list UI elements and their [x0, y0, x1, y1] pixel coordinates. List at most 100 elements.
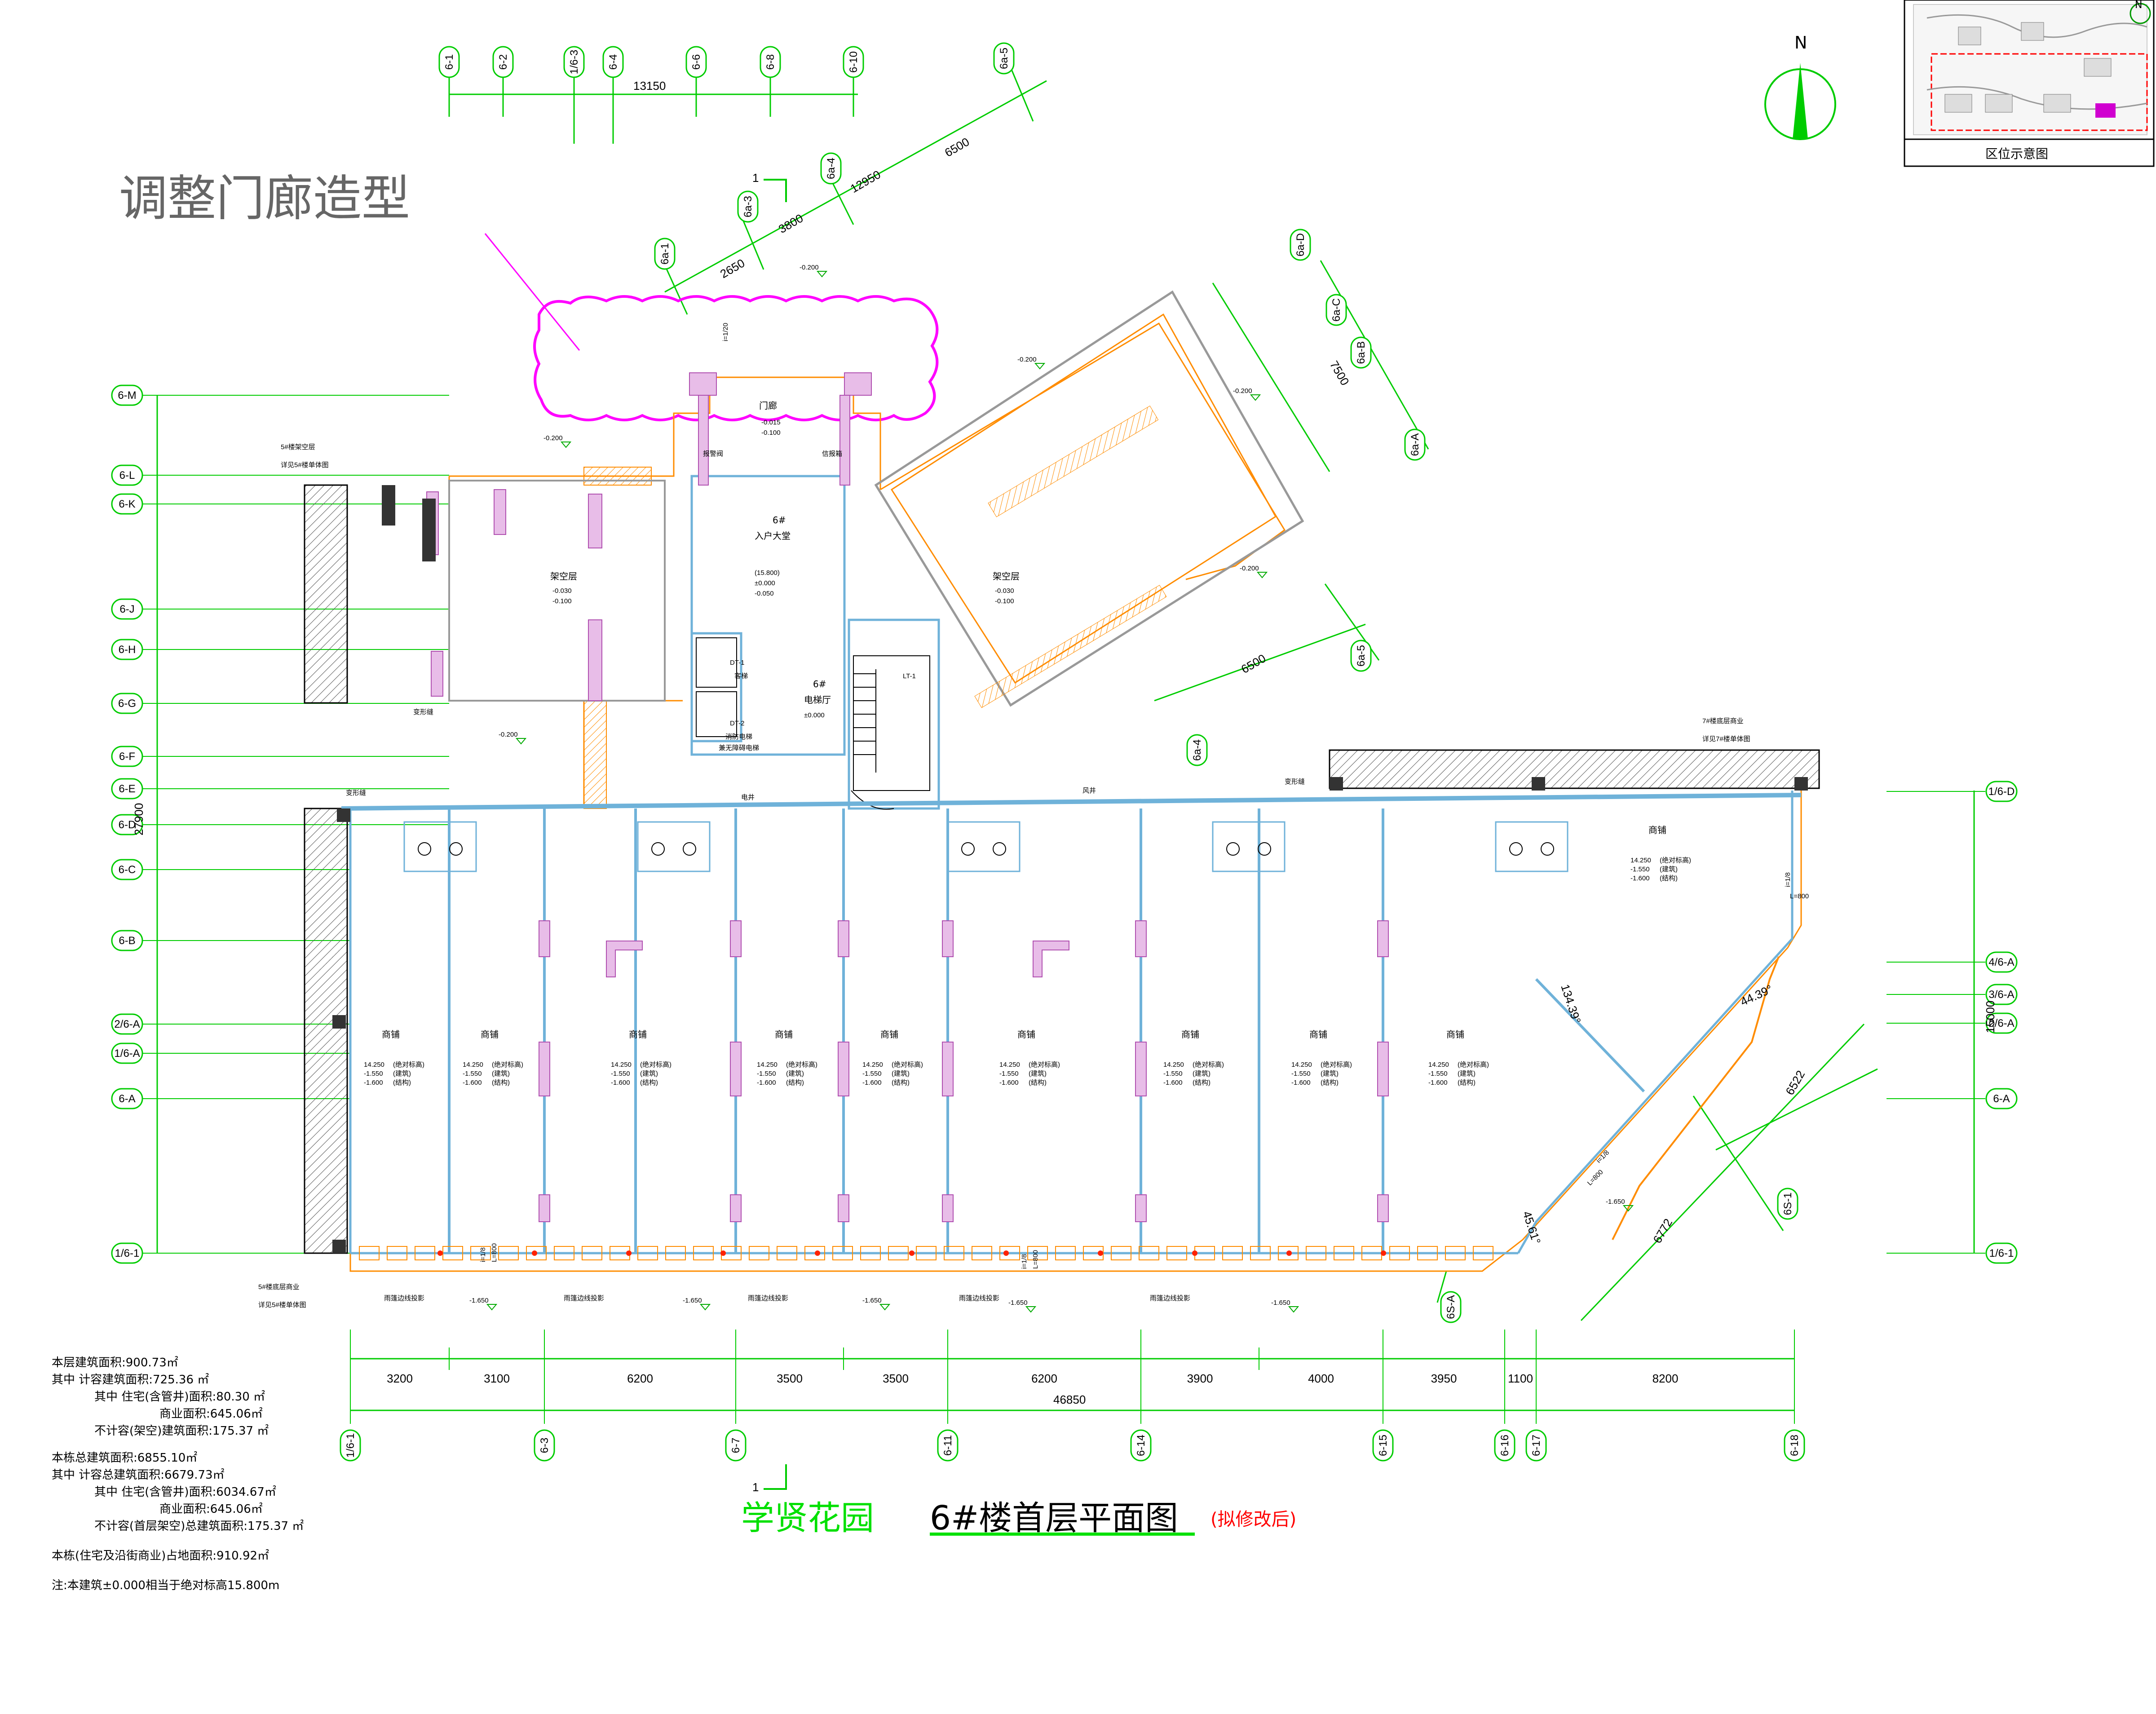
storefront-door — [526, 1246, 547, 1260]
storefront-marker — [909, 1250, 915, 1256]
toilet-icon-b-2 — [993, 842, 1006, 856]
core-walls — [690, 475, 940, 810]
storefront-door — [1445, 1246, 1466, 1260]
shop-elev-3-2: -1.600 — [611, 1079, 630, 1087]
north-arrow-icon: N — [1764, 33, 1836, 140]
bldg5b-note-1: 5#楼底层商业 — [258, 1283, 300, 1291]
storefront-door — [749, 1246, 769, 1260]
shop-tag-struct-9: (结构) — [1660, 875, 1678, 882]
keymap-north-label: N — [2135, 0, 2142, 11]
bottom-dim-7: 4000 — [1308, 1372, 1334, 1385]
left-axis-2-bubble — [111, 493, 143, 515]
shop-tag-abs-9: (绝对标高) — [1660, 857, 1691, 864]
shop-elev-1-4: 14.250 — [862, 1061, 883, 1069]
left-axis-12-label: 1/6-A — [114, 1047, 140, 1060]
canopy-note-2: 雨篷边线投影 — [564, 1294, 604, 1302]
bottom-axis-6-label: 6-16 — [1499, 1435, 1511, 1456]
shop-label-2: 商铺 — [629, 1029, 647, 1040]
left-axis-0-label: 6-M — [118, 389, 136, 402]
level-mark-icon-4 — [1256, 572, 1268, 579]
shop-partitions — [448, 808, 1384, 1253]
shop-tag-arch-6: (建筑) — [1193, 1070, 1211, 1078]
diag-right-axis-1-bubble — [1325, 294, 1347, 326]
left-axis-5-label: 6-G — [118, 698, 136, 710]
shop-tag-abs-7: (绝对标高) — [1321, 1061, 1352, 1069]
elevator2-name-1: 消防电梯 — [725, 733, 752, 741]
left-axis-11-bubble — [111, 1013, 143, 1035]
right-axis-4-bubble — [1985, 1088, 2018, 1109]
left-axis-8-label: 6-D — [119, 819, 136, 831]
storefront-door — [637, 1246, 658, 1260]
shop-label-8: 商铺 — [1446, 1029, 1464, 1040]
shop-label-7: 商铺 — [1309, 1029, 1327, 1040]
shop-tag-abs-2: (绝对标高) — [640, 1061, 672, 1069]
level-mark-11: -1.650 — [1606, 1198, 1625, 1206]
column-dark-5 — [332, 1240, 346, 1253]
level-mark-icon-7 — [699, 1304, 711, 1311]
column-dark-1 — [382, 485, 395, 526]
revision-annotation: 调整门廊造型 — [119, 171, 411, 227]
storefront-marker — [720, 1250, 726, 1256]
slope-length-4: L=800 — [1586, 1168, 1605, 1187]
storefront-door — [1417, 1246, 1438, 1260]
storefront-door — [665, 1246, 686, 1260]
left-total-dimension: 27900 — [132, 803, 146, 835]
pipe-label: 风井 — [1082, 787, 1096, 795]
lobby-elev-3: -0.050 — [755, 590, 774, 597]
keymap: N — [1904, 0, 2155, 167]
corner-dim-0: 6522 — [1783, 1068, 1807, 1097]
shop-column-upper-2 — [838, 920, 849, 957]
shop-column-lower-2 — [838, 1042, 849, 1096]
top-axis-1-label: 6-2 — [497, 54, 509, 70]
shop-elev-2-9: -1.550 — [1630, 866, 1650, 873]
shop-elev-2-8: -1.550 — [1428, 1070, 1448, 1078]
stilt-right-elev-1: -0.030 — [995, 587, 1014, 595]
shop-elev-3-6: -1.600 — [1163, 1079, 1183, 1087]
storefront-door — [1278, 1246, 1299, 1260]
hall-title: 6# — [813, 679, 826, 689]
shop-column-upper-0 — [539, 920, 550, 957]
joint-label-2: 变形缝 — [346, 789, 366, 797]
right-axis-3-label: 2/6-A — [1988, 1017, 2014, 1029]
neighbor-building-5-upper — [304, 484, 348, 704]
right-axis-0-label: 1/6-D — [1988, 786, 2015, 798]
shop-elev-3-1: -1.600 — [463, 1079, 482, 1087]
canopy-note-4: 雨篷边线投影 — [959, 1294, 999, 1302]
shop-tag-arch-5: (建筑) — [1029, 1070, 1047, 1078]
neighbor-notes: 5#楼架空层 详见5#楼单体图 5#楼底层商业 详见5#楼单体图 7#楼底层商业… — [258, 443, 1750, 1309]
project-name: 学贤花园 — [741, 1499, 874, 1537]
slope-ratio-1: i=1/8 — [479, 1247, 487, 1262]
shop-column-upper-3 — [942, 920, 954, 957]
left-axis-9-label: 6-C — [119, 864, 136, 876]
toilet-icon-b-0 — [449, 842, 463, 856]
storefront-door — [888, 1246, 909, 1260]
bottom-dim-3: 3500 — [777, 1372, 803, 1385]
shop-column-lower-3 — [942, 1042, 954, 1096]
diag-right-axis-2-bubble — [1350, 336, 1372, 369]
stilt-right-elev-2: -0.100 — [995, 597, 1014, 605]
storefront-door — [860, 1246, 881, 1260]
storefront-door — [916, 1246, 937, 1260]
diag-top-axis-0-label: 6a-1 — [659, 243, 671, 265]
top-axis-3-bubble — [602, 46, 624, 78]
right-axis-4-label: 6-A — [1993, 1093, 2010, 1105]
diag-right-axis-0-label: 6a-D — [1294, 233, 1307, 256]
shop-elev-2-0: -1.550 — [364, 1070, 383, 1078]
column-dark-8 — [1794, 777, 1808, 791]
toilet-icon-b-1 — [683, 842, 696, 856]
wall-hatch-1 — [583, 700, 607, 809]
bottom-axis-3-label: 6-11 — [942, 1435, 954, 1456]
slope-length-3: L=800 — [1790, 892, 1809, 900]
level-mark-icon-1 — [816, 271, 828, 278]
shop-elev-1-8: 14.250 — [1428, 1061, 1449, 1069]
canopy-note-3: 雨篷边线投影 — [748, 1294, 788, 1302]
shop-tag-struct-6: (结构) — [1193, 1079, 1211, 1087]
stair-code: LT-1 — [903, 672, 916, 680]
storefront-marker — [815, 1250, 820, 1256]
section-mark-bottom-label: 1 — [752, 1480, 759, 1494]
storefront-door — [415, 1246, 435, 1260]
section-mark-bottom: 1 — [752, 1464, 787, 1494]
shop-storefront — [359, 1246, 1493, 1260]
